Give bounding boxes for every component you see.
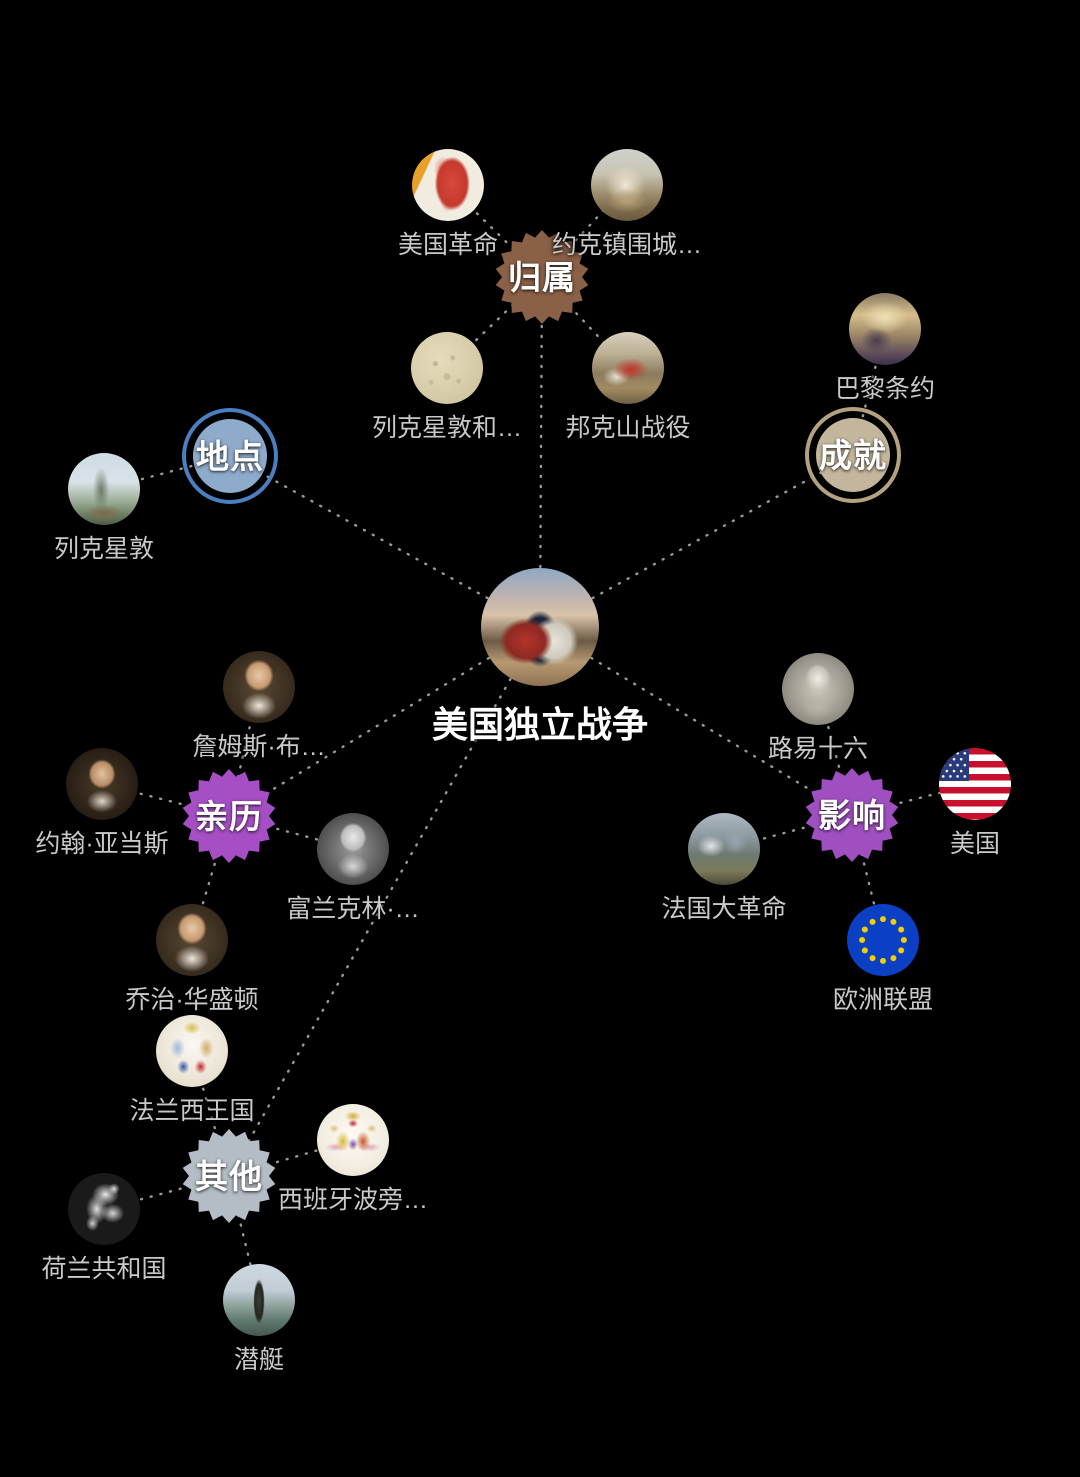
entity-label: 路易十六 <box>767 735 869 763</box>
entity-node[interactable]: 美国 <box>939 748 1011 858</box>
entity-label: 詹姆斯·布… <box>192 733 326 761</box>
scallop-shape: 影响 <box>802 765 902 865</box>
entity-node[interactable]: 詹姆斯·布… <box>192 651 326 761</box>
franklin-portrait-gray-thumbnail[interactable] <box>317 813 389 885</box>
hub-label: 成就 <box>819 436 887 474</box>
submarine-photo-thumbnail[interactable] <box>223 1264 295 1336</box>
treaty-of-paris-painting-thumbnail[interactable] <box>849 293 921 365</box>
john-adams-portrait-thumbnail[interactable] <box>66 748 138 820</box>
hub-label: 归属 <box>508 258 576 296</box>
hub-node-didian[interactable]: 地点 <box>182 408 278 504</box>
entity-node[interactable]: 荷兰共和国 <box>41 1173 167 1283</box>
george-washington-portrait-thumbnail[interactable] <box>156 904 228 976</box>
hub-ring: 地点 <box>182 408 278 504</box>
dutch-republic-europe-map-thumbnail[interactable] <box>68 1173 140 1245</box>
hub-label: 影响 <box>818 796 886 834</box>
entity-label: 邦克山战役 <box>565 414 691 442</box>
entity-label: 富兰克林·… <box>286 895 420 923</box>
lexington-concord-parchment-thumbnail[interactable] <box>411 332 483 404</box>
spain-bourbon-coat-of-arms-thumbnail[interactable] <box>317 1104 389 1176</box>
bunker-hill-painting-thumbnail[interactable] <box>592 332 664 404</box>
hub-node-qita[interactable]: 其他 <box>179 1126 279 1226</box>
hub-node-chengjiu[interactable]: 成就 <box>805 407 901 503</box>
entity-label: 法兰西王国 <box>129 1097 255 1125</box>
hub-node-guishu[interactable]: 归属 <box>492 227 592 327</box>
entity-node[interactable]: 邦克山战役 <box>565 332 691 442</box>
center-node-label: 美国独立战争 <box>431 704 649 745</box>
entity-label: 欧洲联盟 <box>832 986 934 1014</box>
hub-disc: 成就 <box>816 418 890 492</box>
yorktown-siege-painting-thumbnail[interactable] <box>591 149 663 221</box>
entity-label: 美国 <box>949 830 1001 858</box>
entity-node[interactable]: 法国大革命 <box>661 813 787 923</box>
hub-label: 其他 <box>195 1157 263 1195</box>
hub-label: 地点 <box>196 437 264 475</box>
entity-node[interactable]: 路易十六 <box>768 653 868 763</box>
entity-label: 法国大革命 <box>661 895 787 923</box>
center-node[interactable]: 美国独立战争 <box>432 568 648 745</box>
hub-node-qinli[interactable]: 亲历 <box>179 766 279 866</box>
entity-node[interactable]: 欧洲联盟 <box>833 904 933 1014</box>
scallop-shape: 亲历 <box>179 766 279 866</box>
entity-label: 列克星敦和… <box>371 414 523 442</box>
eu-flag-thumbnail[interactable] <box>847 904 919 976</box>
hub-label: 亲历 <box>195 797 263 835</box>
louis-xvi-engraving-thumbnail[interactable] <box>782 653 854 725</box>
entity-node[interactable]: 富兰克林·… <box>286 813 420 923</box>
entity-label: 约克镇围城… <box>551 231 703 259</box>
minuteman-statue-thumbnail[interactable] <box>68 453 140 525</box>
entity-label: 列克星敦 <box>53 535 155 563</box>
entity-node[interactable]: 约翰·亚当斯 <box>35 748 169 858</box>
entity-node[interactable]: 法兰西王国 <box>129 1015 255 1125</box>
hub-node-yingxiang[interactable]: 影响 <box>802 765 902 865</box>
entity-node[interactable]: 美国革命 <box>398 149 498 259</box>
entity-label: 美国革命 <box>397 231 499 259</box>
cornwallis-surrender-painting-thumbnail[interactable] <box>481 568 599 686</box>
entity-node[interactable]: 乔治·华盛顿 <box>125 904 259 1014</box>
french-revolution-painting-thumbnail[interactable] <box>688 813 760 885</box>
entity-node[interactable]: 巴黎条约 <box>835 293 935 403</box>
entity-node[interactable]: 潜艇 <box>223 1264 295 1374</box>
us-revolution-map-thumbnail[interactable] <box>412 149 484 221</box>
entity-node[interactable]: 列克星敦和… <box>372 332 522 442</box>
kingdom-of-france-coat-of-arms-thumbnail[interactable] <box>156 1015 228 1087</box>
entity-label: 潜艇 <box>233 1346 285 1374</box>
scallop-shape: 归属 <box>492 227 592 327</box>
entity-label: 乔治·华盛顿 <box>125 986 259 1014</box>
us-flag-thumbnail[interactable] <box>939 748 1011 820</box>
hub-ring: 成就 <box>805 407 901 503</box>
entity-label: 西班牙波旁… <box>277 1186 429 1214</box>
entity-label: 巴黎条约 <box>834 375 936 403</box>
entity-label: 荷兰共和国 <box>41 1255 167 1283</box>
hub-disc: 地点 <box>193 419 267 493</box>
entity-node[interactable]: 约克镇围城… <box>552 149 702 259</box>
entity-label: 约翰·亚当斯 <box>35 830 169 858</box>
entity-node[interactable]: 列克星敦 <box>54 453 154 563</box>
james-portrait-thumbnail[interactable] <box>223 651 295 723</box>
entity-node[interactable]: 西班牙波旁… <box>278 1104 428 1214</box>
scallop-shape: 其他 <box>179 1126 279 1226</box>
